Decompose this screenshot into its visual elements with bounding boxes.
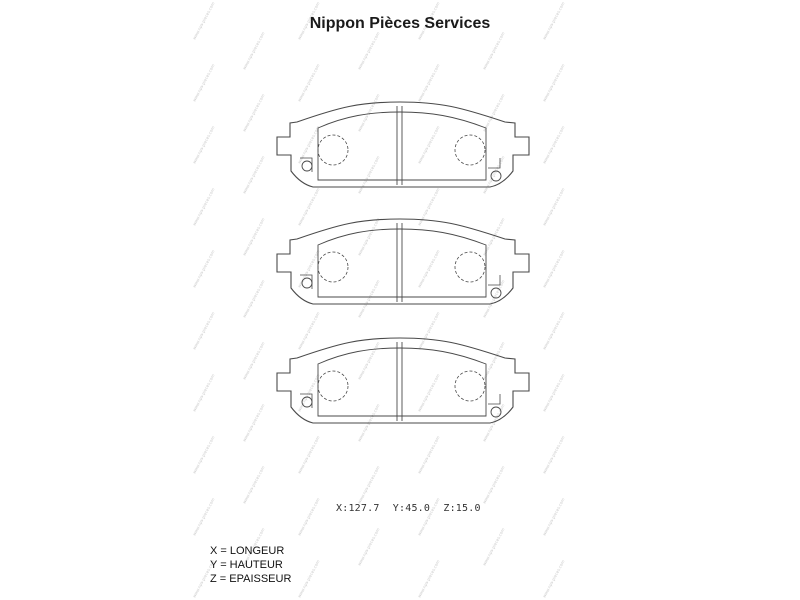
- watermark-text: www.nps-pieces.com: [296, 435, 320, 475]
- watermark-text: www.nps-pieces.com: [481, 341, 505, 381]
- left-dashed-circle: [317, 134, 349, 166]
- watermark-text: www.nps-pieces.com: [356, 341, 380, 381]
- page-title: Nippon Pièces Services: [309, 15, 491, 32]
- right-tab-detail: [488, 275, 501, 286]
- brake-pad-3: [276, 337, 530, 424]
- watermark-text: www.nps-pieces.com: [241, 155, 265, 195]
- watermark-text: www.nps-pieces.com: [356, 279, 380, 319]
- watermark-text: www.nps-pieces.com: [541, 63, 565, 103]
- backing-plate-outline: [276, 337, 530, 424]
- watermark-text: www.nps-pieces.com: [541, 311, 565, 351]
- watermark-text: www.nps-pieces.com: [541, 187, 565, 227]
- watermark-text: www.nps-pieces.com: [356, 527, 380, 567]
- left-dashed-circle: [317, 251, 349, 283]
- left-tab-detail: [300, 274, 313, 289]
- watermark-text: www.nps-pieces.com: [191, 187, 215, 227]
- watermark-text: www.nps-pieces.com: [481, 217, 505, 257]
- watermark-text: www.nps-pieces.com: [356, 31, 380, 71]
- right-dashed-circle: [454, 134, 486, 166]
- watermark-text: www.nps-pieces.com: [241, 93, 265, 133]
- watermark-text: www.nps-pieces.com: [416, 63, 440, 103]
- left-tab-detail: [300, 393, 313, 408]
- right-clip-circle: [490, 170, 502, 182]
- right-clip-circle: [490, 406, 502, 418]
- friction-material-outline: [317, 347, 487, 417]
- watermark-text: www.nps-pieces.com: [241, 31, 265, 71]
- watermark-text: www.nps-pieces.com: [191, 497, 215, 537]
- watermark-text: www.nps-pieces.com: [191, 435, 215, 475]
- watermark-text: www.nps-pieces.com: [481, 527, 505, 567]
- brake-pads: [276, 101, 530, 424]
- watermark-text: www.nps-pieces.com: [191, 63, 215, 103]
- watermark-text: www.nps-pieces.com: [296, 559, 320, 599]
- watermark-text: www.nps-pieces.com: [241, 403, 265, 443]
- backing-plate-outline: [276, 101, 530, 188]
- watermark-text: www.nps-pieces.com: [481, 465, 505, 505]
- watermark-text: www.nps-pieces.com: [541, 373, 565, 413]
- brake-pad-2: [276, 218, 530, 305]
- backing-plate-outline: [276, 218, 530, 305]
- watermark-text: www.nps-pieces.com: [241, 341, 265, 381]
- dimension-y: Y:45.0: [392, 503, 431, 514]
- watermark-text: www.nps-pieces.com: [541, 435, 565, 475]
- watermark-text: www.nps-pieces.com: [356, 465, 380, 505]
- friction-material-outline: [317, 228, 487, 298]
- right-dashed-circle: [454, 251, 486, 283]
- watermark-text: www.nps-pieces.com: [356, 217, 380, 257]
- watermark-text: www.nps-pieces.com: [241, 217, 265, 257]
- watermark-text: www.nps-pieces.com: [541, 497, 565, 537]
- dimension-z: Z:15.0: [443, 503, 481, 514]
- watermark-text: www.nps-pieces.com: [296, 249, 320, 289]
- watermark-text: www.nps-pieces.com: [416, 435, 440, 475]
- watermark-text: www.nps-pieces.com: [416, 311, 440, 351]
- dimensions-readout: X:127.7 Y:45.0 Z:15.0: [336, 503, 488, 514]
- watermark-text: www.nps-pieces.com: [416, 125, 440, 165]
- watermark-text: www.nps-pieces.com: [416, 249, 440, 289]
- watermark-text: www.nps-pieces.com: [481, 155, 505, 195]
- watermark-text: www.nps-pieces.com: [296, 311, 320, 351]
- watermark-text: www.nps-pieces.com: [481, 93, 505, 133]
- watermark-text: www.nps-pieces.com: [241, 279, 265, 319]
- watermark-text: www.nps-pieces.com: [191, 125, 215, 165]
- right-dashed-circle: [454, 370, 486, 402]
- watermark-text: www.nps-pieces.com: [416, 373, 440, 413]
- legend-y: Y = HAUTEUR: [210, 559, 283, 571]
- watermark-text: www.nps-pieces.com: [296, 125, 320, 165]
- legend-x: X = LONGEUR: [210, 545, 285, 557]
- friction-material-outline: [317, 111, 487, 181]
- watermark-text: www.nps-pieces.com: [541, 559, 565, 599]
- watermark-text: www.nps-pieces.com: [191, 249, 215, 289]
- watermark-text: www.nps-pieces.com: [541, 125, 565, 165]
- watermark-text: www.nps-pieces.com: [481, 31, 505, 71]
- watermark-text: www.nps-pieces.com: [356, 155, 380, 195]
- watermark-text: www.nps-pieces.com: [191, 373, 215, 413]
- watermark-text: www.nps-pieces.com: [191, 311, 215, 351]
- right-tab-detail: [488, 158, 501, 169]
- left-tab-detail: [300, 157, 313, 172]
- left-clip-circle: [301, 160, 313, 172]
- watermark-text: www.nps-pieces.com: [296, 63, 320, 103]
- watermark-text: www.nps-pieces.com: [296, 187, 320, 227]
- watermark-text: www.nps-pieces.com: [416, 559, 440, 599]
- dimension-legend: X = LONGEUR Y = HAUTEUR Z = EPAISSEUR: [210, 544, 291, 586]
- right-tab-detail: [488, 394, 501, 405]
- legend-z: Z = EPAISSEUR: [210, 573, 292, 585]
- brake-pad-1: [276, 101, 530, 188]
- watermark-text: www.nps-pieces.com: [541, 249, 565, 289]
- dimension-x: X:127.7: [336, 503, 380, 514]
- left-dashed-circle: [317, 370, 349, 402]
- watermark-text: www.nps-pieces.com: [241, 465, 265, 505]
- right-clip-circle: [490, 287, 502, 299]
- watermark-text: www.nps-pieces.com: [296, 497, 320, 537]
